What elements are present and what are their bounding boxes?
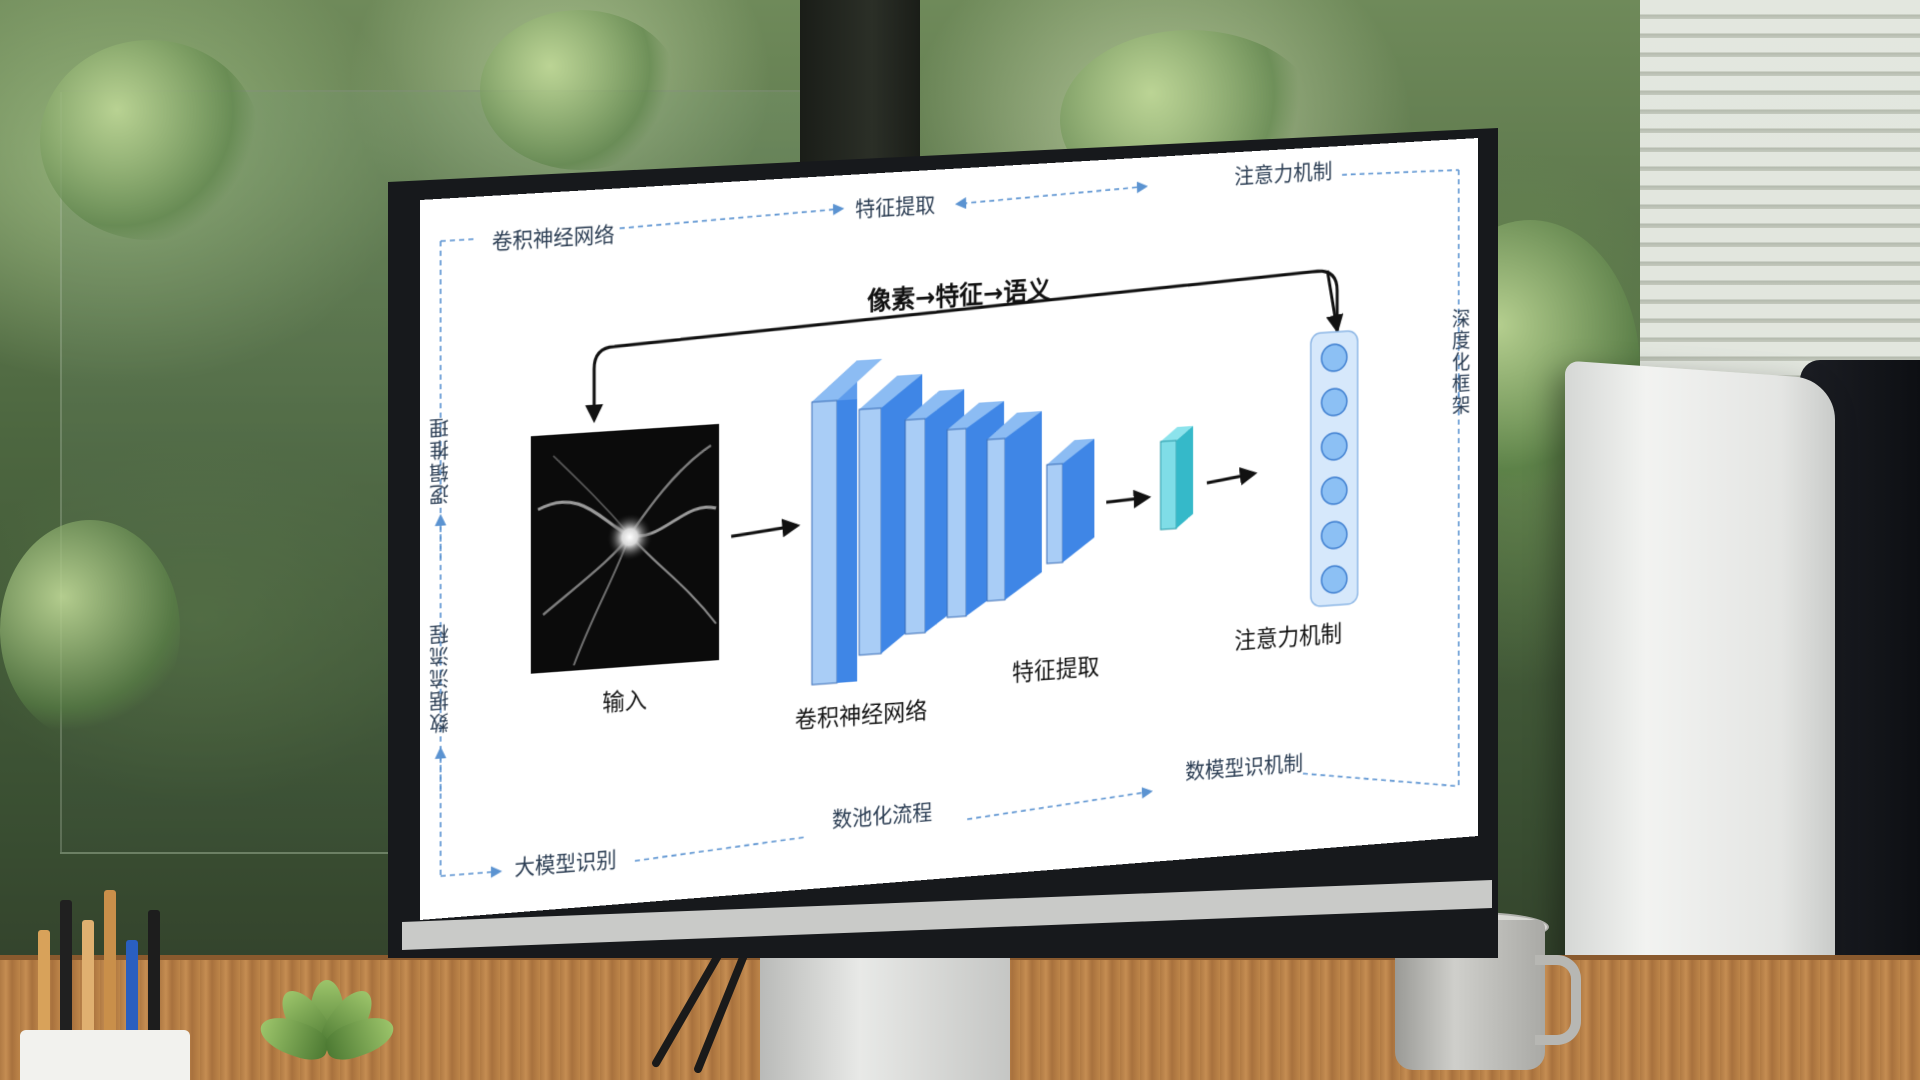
monitor-screen: 卷积神经网络 特征提取 注意力机制 逻辑推理 数据流流程 深度化框架 大模型识别… (420, 138, 1478, 920)
pencil-cup (20, 900, 190, 1080)
side-label-left-lower: 数据流流程 (426, 621, 454, 734)
bottom-center-dashed-line (635, 837, 807, 861)
mug-handle (1535, 955, 1581, 1045)
cnn-layer-6 (1047, 439, 1095, 564)
pencil (38, 930, 50, 1040)
foliage-bokeh (480, 10, 680, 170)
pen (126, 940, 138, 1040)
top-center-dashed-line (620, 209, 842, 229)
attention-node (1322, 432, 1347, 461)
side-label-left-upper: 逻辑推理 (426, 415, 454, 506)
feature-label: 特征提取 (1012, 648, 1099, 688)
top-corner-dashed-line (1342, 168, 1459, 177)
cnn-layer-5 (987, 411, 1042, 601)
feature-vector (1161, 426, 1194, 530)
top-label-right: 注意力机制 (1234, 155, 1332, 191)
succulent-plant (240, 960, 420, 1080)
cup-body (20, 1030, 190, 1080)
diagram-canvas (420, 138, 1478, 920)
attention-column (1311, 330, 1358, 606)
feature-arrow (1207, 474, 1254, 483)
attention-node (1322, 344, 1347, 372)
foliage-bokeh (40, 40, 260, 240)
side-label-right: 深度化框架 (1447, 308, 1473, 418)
top-right-dashed-line (957, 187, 1146, 204)
cnn-arrow (1106, 497, 1147, 502)
pen (148, 910, 160, 1040)
input-image (531, 424, 719, 674)
cnn-layers (812, 345, 1094, 684)
bottom-right-dashed-line (967, 792, 1151, 820)
pencil (104, 890, 116, 1040)
pen (60, 900, 72, 1040)
bottom-corner-dashed-line (1303, 762, 1459, 799)
top-left-dashed-line (441, 239, 477, 241)
bottom-left-dashed-line (441, 871, 501, 876)
attention-node (1322, 476, 1347, 505)
foliage-bokeh (0, 520, 180, 740)
input-label: 输入 (602, 681, 647, 718)
pencil (82, 920, 94, 1040)
top-label-center: 特征提取 (855, 189, 935, 224)
input-arrow (731, 526, 797, 537)
attention-node (1322, 388, 1347, 416)
